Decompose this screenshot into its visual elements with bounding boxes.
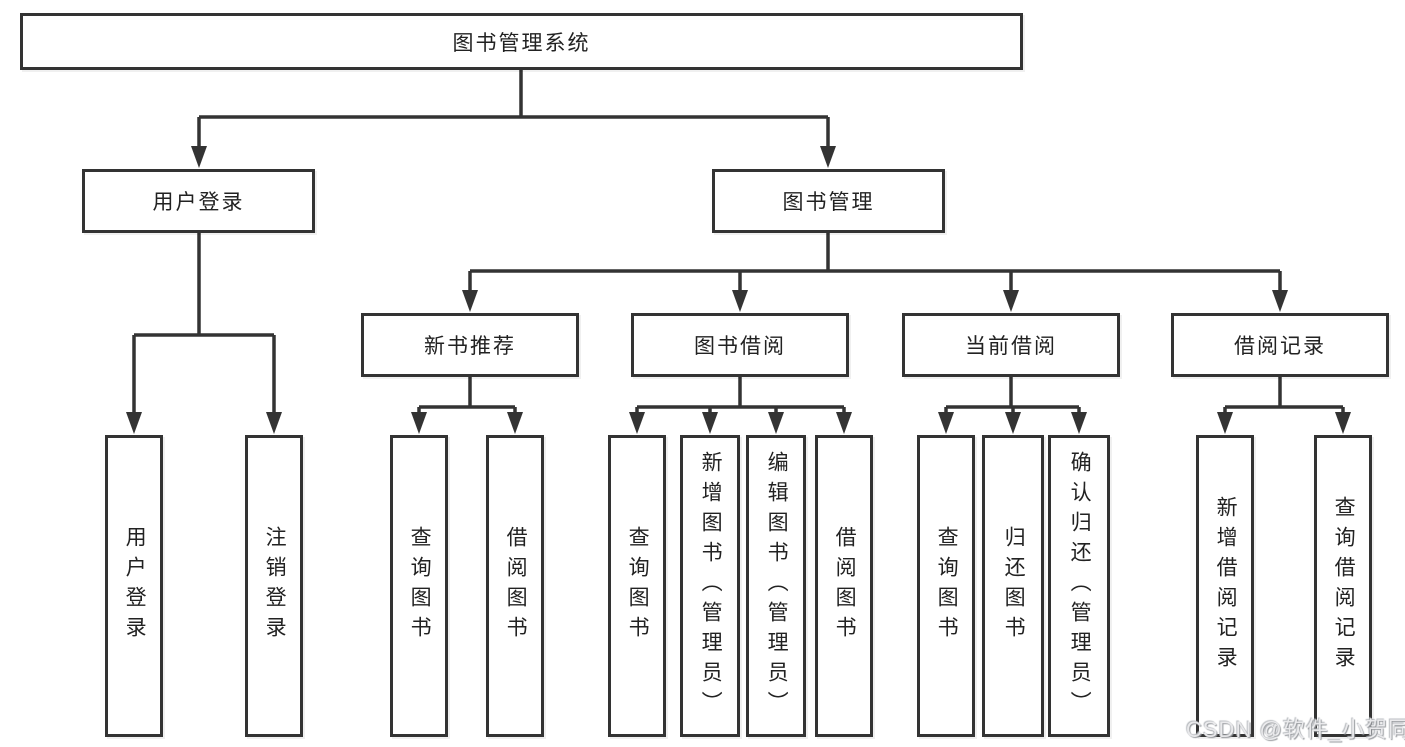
- arrow-down-icon: [768, 412, 784, 434]
- node-leaf-return-book: 归还图书: [982, 435, 1044, 737]
- arrow-down-icon: [938, 412, 954, 434]
- node-leaf-label: 查询图书: [408, 526, 432, 646]
- node-leaf-label: 查询借阅记录: [1332, 496, 1356, 676]
- arrow-down-icon: [629, 412, 645, 434]
- arrow-down-icon: [191, 146, 207, 168]
- node-leaf-add-book-admin: 新增图书（管理员）: [680, 435, 740, 737]
- node-new-book-recommendation: 新书推荐: [361, 313, 579, 377]
- node-leaf-label: 新增图书（管理员）: [699, 451, 723, 721]
- node-leaf-confirm-return-admin: 确认归还（管理员）: [1048, 435, 1110, 737]
- connector-current-borrowing: [944, 377, 1081, 415]
- arrow-down-icon: [702, 412, 718, 434]
- node-leaf-label: 借阅图书: [504, 526, 528, 646]
- node-library-management-system: 图书管理系统: [20, 13, 1023, 70]
- node-leaf-label: 借阅图书: [833, 526, 857, 646]
- connector-new-book-recommendation: [417, 377, 517, 415]
- node-leaf-label: 确认归还（管理员）: [1068, 451, 1092, 721]
- node-leaf-label: 归还图书: [1002, 526, 1026, 646]
- node-leaf-logout: 注销登录: [245, 435, 303, 737]
- node-leaf-label: 编辑图书（管理员）: [765, 451, 789, 721]
- arrow-down-icon: [411, 412, 427, 434]
- arrow-down-icon: [1005, 412, 1021, 434]
- connector-book-borrowing: [635, 377, 846, 415]
- node-user-login: 用户登录: [82, 169, 315, 233]
- node-leaf-query-books-borrowing: 查询图书: [608, 435, 666, 737]
- node-leaf-user-login: 用户登录: [105, 435, 163, 737]
- node-leaf-add-borrow-record: 新增借阅记录: [1196, 435, 1254, 737]
- node-leaf-query-books-recommend: 查询图书: [390, 435, 448, 737]
- arrow-down-icon: [1071, 412, 1087, 434]
- node-book-management: 图书管理: [712, 169, 945, 233]
- node-book-borrowing: 图书借阅: [631, 313, 849, 377]
- node-leaf-label: 用户登录: [123, 526, 147, 646]
- arrow-down-icon: [1335, 412, 1351, 434]
- node-leaf-borrow-books: 借阅图书: [815, 435, 873, 737]
- arrow-down-icon: [126, 412, 142, 434]
- node-current-borrowing: 当前借阅: [902, 313, 1120, 377]
- connector-user-login: [132, 233, 276, 414]
- arrow-down-icon: [836, 412, 852, 434]
- arrow-down-icon: [1272, 290, 1288, 312]
- arrow-down-icon: [820, 146, 836, 168]
- node-leaf-query-borrow-record: 查询借阅记录: [1314, 435, 1372, 737]
- arrow-down-icon: [507, 412, 523, 434]
- connector-borrowing-records: [1223, 377, 1345, 415]
- arrow-down-icon: [462, 290, 478, 312]
- arrow-down-icon: [1003, 290, 1019, 312]
- arrow-down-icon: [732, 290, 748, 312]
- node-leaf-label: 注销登录: [263, 526, 287, 646]
- node-leaf-label: 查询图书: [935, 526, 959, 646]
- node-leaf-edit-book-admin: 编辑图书（管理员）: [746, 435, 806, 737]
- connector-book-management: [468, 233, 1282, 293]
- node-leaf-label: 新增借阅记录: [1214, 496, 1238, 676]
- csdn-watermark: CSDN @软件_小贺同学: [1186, 717, 1405, 742]
- arrow-down-icon: [1217, 412, 1233, 434]
- connector-root-trunk: [197, 70, 830, 150]
- node-leaf-label: 查询图书: [626, 526, 650, 646]
- node-leaf-query-books-current: 查询图书: [917, 435, 975, 737]
- arrow-down-icon: [266, 412, 282, 434]
- node-leaf-borrow-books-recommend: 借阅图书: [486, 435, 544, 737]
- node-borrowing-records: 借阅记录: [1171, 313, 1389, 377]
